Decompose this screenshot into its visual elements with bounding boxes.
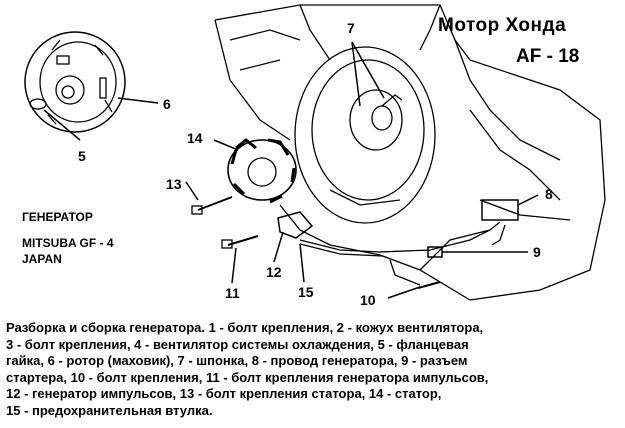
bolt-10 [417,281,441,289]
generator-label: ГЕНЕРАТОР [22,210,93,224]
diagram-drawing [24,4,606,301]
caption-line: гайка, 6 - ротор (маховик), 7 - шпонка, … [6,353,468,368]
generator-wire [299,221,501,253]
caption-line: Разборка и сборка генератора. 1 - болт к… [6,320,484,335]
callout-6: 6 [163,96,171,112]
title-code: AF - 18 [516,46,580,67]
callout-7: 7 [347,20,355,36]
callout-5: 5 [78,148,86,164]
callout-14: 14 [187,130,203,146]
rotor-flywheel [24,31,126,133]
exploded-diagram: Мотор Хонда AF - 18 ГЕНЕРАТОР MITSUBA GF… [22,4,606,308]
generator-connector [481,199,519,221]
callout-8: 8 [545,186,553,202]
caption-line: 12 - генератор импульсов, 13 - болт креп… [6,386,442,401]
manufacturer-label: MITSUBA GF - 4 [22,236,114,250]
callout-10: 10 [360,292,376,308]
bolt-11 [227,235,259,246]
caption-line: 3 - болт крепления, 4 - вентилятор систе… [6,336,469,352]
callout-15: 15 [298,284,314,300]
title-model: Мотор Хонда [438,15,567,36]
callout-9: 9 [533,244,541,260]
callout-12: 12 [266,264,282,280]
country-label: JAPAN [22,252,62,266]
callout-11: 11 [225,285,240,301]
bolt-13 [197,196,233,211]
caption-line: 15 - предохранительная втулка. [6,402,213,418]
pulse-generator [277,211,314,239]
caption-line: стартера, 10 - болт крепления, 11 - болт… [6,369,489,385]
stator [227,139,297,201]
flange-nut [29,98,47,110]
figure-caption: Разборка и сборка генератора. 1 - болт к… [6,320,618,419]
engine-case-outline [214,4,606,301]
stator-housing [294,46,436,224]
callout-13: 13 [166,176,182,192]
